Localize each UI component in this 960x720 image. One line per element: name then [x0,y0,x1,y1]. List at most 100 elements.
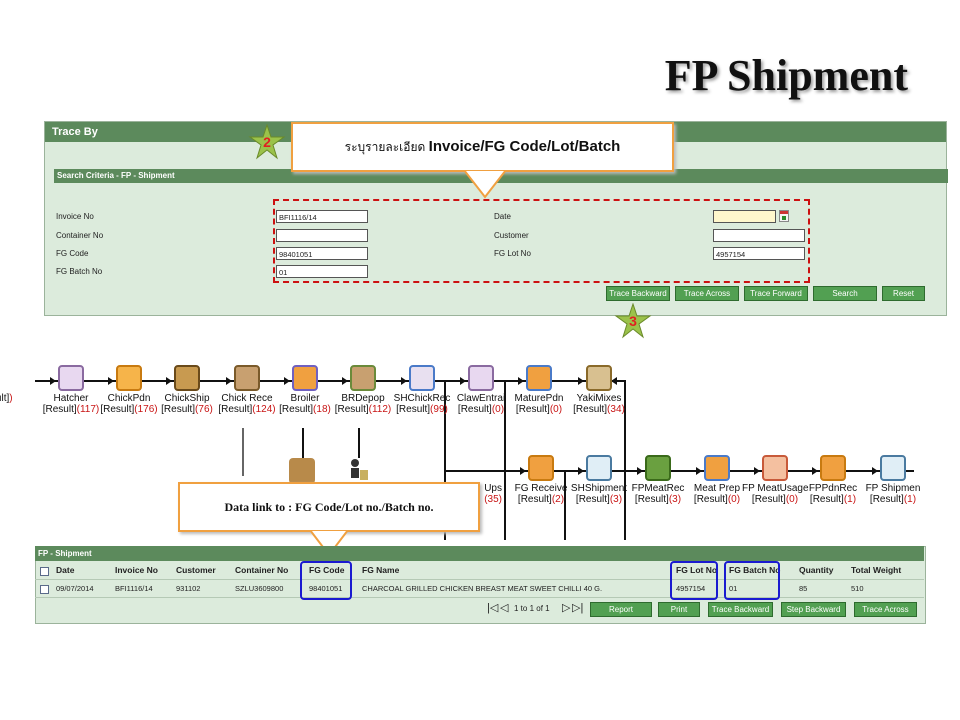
flow-node-result[interactable]: [Result](0) [684,494,750,505]
report-button[interactable]: Report [590,602,652,617]
flow-node-result[interactable]: [Result](0) [448,404,514,415]
flow-node-result-link[interactable]: [Result] [218,404,253,415]
fg-code-input[interactable]: 98401051 [276,247,368,260]
flow-node-result[interactable]: [Result](176) [96,404,162,415]
flow-node-result[interactable]: [Result](99) [389,404,455,415]
col-fg-batch[interactable]: FG Batch No [729,565,781,575]
grid-trace-across-button[interactable]: Trace Across [854,602,917,617]
flow-node-result[interactable]: [Result](0) [742,494,808,505]
flow-node[interactable]: FPPdnRec[Result](1) [800,455,866,505]
flow-node-result-link[interactable]: [Result] [634,494,669,505]
flow-node[interactable]: ChickShip[Result](76) [154,365,220,415]
flow-node[interactable]: FP Shipmen[Result](1) [860,455,926,505]
col-fg-name[interactable]: FG Name [362,565,400,575]
flow-node[interactable]: Ups(35) [436,455,502,505]
col-invoice[interactable]: Invoice No [115,565,158,575]
flow-node[interactable]: Broiler[Result](18) [272,365,338,415]
search-button[interactable]: Search [813,286,877,301]
flow-node[interactable]: SHShipment[Result](3) [566,455,632,505]
pager-first-icon[interactable]: |◁ [487,602,499,614]
flow-node-result-link[interactable]: [Result] [396,404,431,415]
flow-node[interactable]: ClawEntrai[Result](0) [448,365,514,415]
col-fg-lot[interactable]: FG Lot No [676,565,718,575]
flow-node[interactable]: BRDepop[Result](112) [330,365,396,415]
pager-last-icon[interactable]: ▷| [572,602,584,614]
flow-node-result[interactable]: (35) [436,494,502,505]
flow-node[interactable]: SHChickRec[Result](99) [389,365,455,415]
flow-node[interactable]: MaturePdn[Result](0) [506,365,572,415]
claw-entrails-icon [468,365,494,391]
trace-forward-button[interactable]: Trace Forward [744,286,808,301]
arrow-right-icon [520,467,526,475]
flow-node[interactable]: YakiMixes[Result](34) [566,365,632,415]
fg-lot-input[interactable]: 4957154 [713,247,805,260]
container-input[interactable] [276,229,368,242]
step-2-number: 2 [263,134,271,150]
flow-node-result[interactable]: [Result](76) [154,404,220,415]
flow-node-result[interactable]: [Result]) [0,393,36,404]
flow-node[interactable]: ChickPdn[Result](176) [96,365,162,415]
row-checkbox[interactable] [40,585,49,594]
print-button[interactable]: Print [658,602,700,617]
flow-node-result-link[interactable]: [Result] [869,494,904,505]
flow-node-result[interactable]: [Result](112) [330,404,396,415]
flow-node-result[interactable]: [Result](3) [566,494,632,505]
fg-lot-label: FG Lot No [494,249,531,258]
flow-node-result[interactable]: [Result](117) [38,404,104,415]
flow-node-result[interactable]: [Result](0) [506,404,572,415]
flow-node-result-link[interactable]: [Result] [575,494,610,505]
flow-node-result[interactable]: [Result](3) [625,494,691,505]
pager-next-icon[interactable]: ▷ [562,602,571,614]
col-quantity[interactable]: Quantity [799,565,834,575]
col-total-weight[interactable]: Total Weight [851,565,902,575]
trace-backward-button[interactable]: Trace Backward [606,286,670,301]
col-customer[interactable]: Customer [176,565,216,575]
flow-node[interactable]: Meat Prep[Result](0) [684,455,750,505]
flow-node[interactable]: FP MeatUsage[Result](0) [742,455,809,505]
mature-production-gears-icon [526,365,552,391]
flow-node[interactable]: FG Receive[Result](2) [508,455,574,505]
flow-node-result[interactable]: [Result](1) [800,494,866,505]
flow-node-result-link[interactable]: [Result] [809,494,844,505]
pager-prev-icon[interactable]: ◁ [500,602,509,614]
col-container[interactable]: Container No [235,565,289,575]
customer-input[interactable] [713,229,805,242]
invoice-input[interactable]: BFI1116/14 [276,210,368,223]
flow-node[interactable]: Hatcher[Result](117) [38,365,104,415]
calendar-icon[interactable] [779,210,789,222]
reset-button[interactable]: Reset [882,286,925,301]
flow-node[interactable]: Chick Rece[Result](124) [214,365,280,415]
select-all-checkbox[interactable] [40,567,49,576]
flow-node-count: (0) [491,404,505,415]
flow-node-result-link[interactable]: [Result] [457,404,492,415]
flow-node-result-link[interactable]: [Result] [693,494,728,505]
date-input[interactable] [713,210,776,223]
flow-node-result-link[interactable]: [Result] [42,404,77,415]
flow-node-result-link[interactable]: [Result] [517,494,552,505]
flow-node-result[interactable]: [Result](1) [860,494,926,505]
flow-node[interactable]: FPMeatRec[Result](3) [625,455,691,505]
flow-line-mid [444,380,446,540]
fg-code-highlight [300,561,352,600]
flow-node-result[interactable]: [Result](2) [508,494,574,505]
flow-node-count: (117) [76,404,100,415]
flow-node-result-link[interactable]: [Result] [161,404,196,415]
col-fg-code[interactable]: FG Code [309,565,345,575]
flow-node-result-link[interactable]: [Result] [751,494,786,505]
flow-node-result-link[interactable]: [Result] [573,404,608,415]
flow-node-result-link[interactable]: [Result] [100,404,135,415]
flow-node[interactable]: [Result]) [0,365,36,404]
grid-trace-backward-button[interactable]: Trace Backward [708,602,773,617]
step-backward-button[interactable]: Step Backward [781,602,846,617]
flow-node-result[interactable]: [Result](18) [272,404,338,415]
col-date[interactable]: Date [56,565,75,575]
flow-node-result-link[interactable]: [Result] [334,404,369,415]
fg-batch-input[interactable]: 01 [276,265,368,278]
trace-across-button[interactable]: Trace Across [675,286,739,301]
flow-node-name: FPPdnRec [808,483,858,494]
flow-node-result-link[interactable]: [Result] [0,393,10,404]
flow-node-result[interactable]: [Result](34) [566,404,632,415]
flow-node-result-link[interactable]: [Result] [515,404,550,415]
flow-node-result-link[interactable]: [Result] [279,404,314,415]
flow-node-result[interactable]: [Result](124) [214,404,280,415]
